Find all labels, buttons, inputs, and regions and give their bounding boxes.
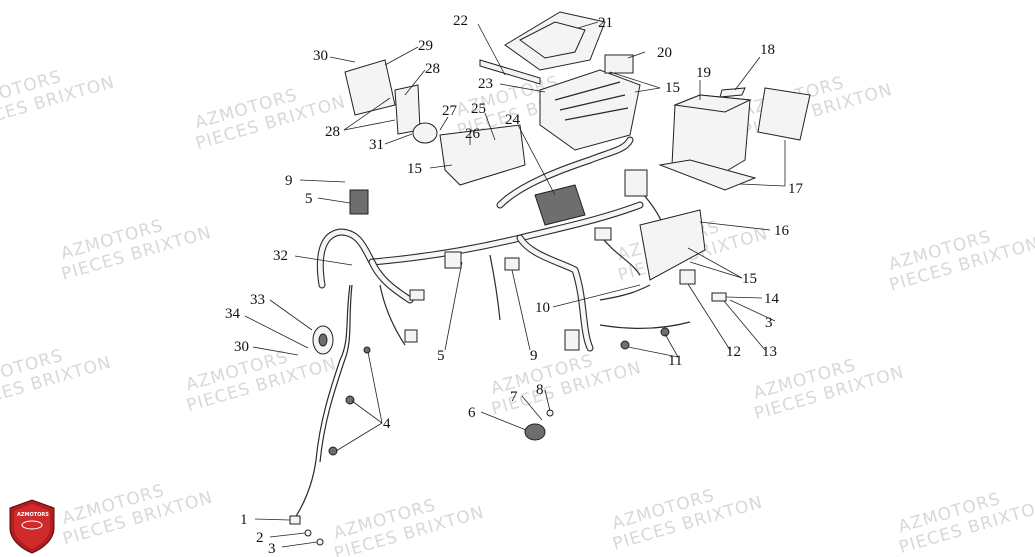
clip-11a <box>620 340 630 350</box>
connector <box>624 169 648 197</box>
callout-30: 30 <box>313 48 328 64</box>
callout-10: 10 <box>535 300 550 316</box>
connector <box>594 227 612 241</box>
callout-28: 28 <box>425 61 440 77</box>
clip-11b <box>660 327 670 337</box>
callout-9: 9 <box>530 348 538 364</box>
callout-labels: 1 2 3 3 4 5 5 6 7 8 9 9 10 11 12 13 14 1… <box>225 13 804 557</box>
box-24 <box>534 184 586 226</box>
components <box>289 11 811 546</box>
connector <box>404 329 418 343</box>
relay <box>604 54 634 74</box>
callout-15: 15 <box>665 80 680 96</box>
callout-1: 1 <box>240 512 248 528</box>
callout-18: 18 <box>760 42 775 58</box>
connector-14 <box>711 292 727 302</box>
callout-21: 21 <box>598 15 613 31</box>
callout-15: 15 <box>407 161 422 177</box>
connector <box>564 329 580 351</box>
callout-5: 5 <box>305 191 313 207</box>
callout-31: 31 <box>369 137 384 153</box>
callout-27: 27 <box>442 103 458 119</box>
callout-16: 16 <box>774 223 790 239</box>
callout-3: 3 <box>765 315 773 331</box>
callout-33: 33 <box>250 292 265 308</box>
azmotors-logo: AZMOTORS <box>9 499 55 554</box>
callout-23: 23 <box>478 76 493 92</box>
callout-2: 2 <box>256 530 264 546</box>
callout-6: 6 <box>468 405 476 421</box>
callout-26: 26 <box>465 126 481 142</box>
ecu-cover-inner <box>519 21 586 59</box>
callout-20: 20 <box>657 45 672 61</box>
leader-lines <box>244 21 786 548</box>
strap <box>479 59 541 85</box>
callout-34: 34 <box>225 306 241 322</box>
callout-29: 29 <box>418 38 433 54</box>
callout-11: 11 <box>668 353 682 369</box>
callout-9: 9 <box>285 173 293 189</box>
relay-block <box>439 124 526 186</box>
bracket-16 <box>639 209 706 281</box>
callout-3: 3 <box>268 541 276 557</box>
callout-4: 4 <box>383 416 391 432</box>
part-5-left <box>349 189 369 215</box>
clip-4b <box>328 446 338 456</box>
part-2 <box>304 529 312 537</box>
battery-label <box>719 87 746 98</box>
connector <box>409 289 425 301</box>
callout-25: 25 <box>471 101 486 117</box>
sensor-31 <box>412 122 438 144</box>
callout-8: 8 <box>536 382 544 398</box>
clip-4c <box>363 346 371 354</box>
callout-15: 15 <box>742 271 757 287</box>
part-3 <box>316 538 324 546</box>
fuse-box-tray <box>539 69 641 151</box>
callout-22: 22 <box>453 13 468 29</box>
callout-7: 7 <box>510 389 518 405</box>
logo-text: AZMOTORS <box>17 512 49 518</box>
callout-17: 17 <box>788 181 804 197</box>
battery-pad <box>658 159 757 191</box>
callout-30: 30 <box>234 339 249 355</box>
callout-5: 5 <box>437 348 445 364</box>
control-module <box>344 59 396 116</box>
connector <box>504 257 520 271</box>
relay-12 <box>679 269 696 285</box>
callout-24: 24 <box>505 112 521 128</box>
callout-14: 14 <box>764 291 780 307</box>
part-1 <box>289 515 301 525</box>
switch-6 <box>524 423 546 441</box>
callout-12: 12 <box>726 344 741 360</box>
callout-32: 32 <box>273 248 288 264</box>
callout-28: 28 <box>325 124 340 140</box>
clip-4a <box>345 395 355 405</box>
connector <box>444 251 462 269</box>
main-harness <box>294 136 691 519</box>
callout-19: 19 <box>696 65 711 81</box>
battery-plate <box>757 87 811 141</box>
callout-13: 13 <box>762 344 777 360</box>
